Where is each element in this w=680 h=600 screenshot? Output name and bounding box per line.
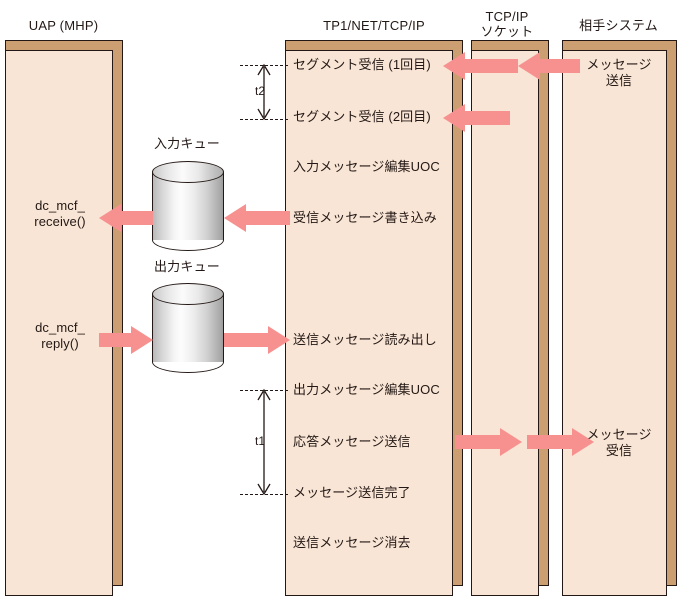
column-title-remote: 相手システム bbox=[579, 18, 658, 33]
input-queue-cylinder bbox=[152, 161, 224, 251]
input-queue-body bbox=[152, 172, 224, 240]
uap-call-dc-mcf-receive: dc_mcf_ receive() bbox=[34, 198, 86, 229]
tp1-step-send-message-read: 送信メッセージ読み出し bbox=[293, 332, 437, 347]
column-box-tp1-top bbox=[285, 40, 463, 50]
arrow-output-queue-to-tp1 bbox=[224, 326, 290, 354]
arrow-uap-to-output-queue bbox=[99, 326, 153, 354]
column-box-socket-side bbox=[539, 40, 549, 586]
arrow-socket-to-remote-reply bbox=[527, 428, 594, 456]
queue-label-input: 入力キュー bbox=[153, 136, 220, 151]
column-box-tp1-face bbox=[285, 50, 453, 596]
uap-call-dc-mcf-reply: dc_mcf_ reply() bbox=[35, 320, 85, 351]
column-box-uap-face bbox=[5, 50, 113, 596]
column-box-remote-side bbox=[667, 40, 677, 586]
arrow-tp1-to-input-queue bbox=[224, 204, 290, 232]
arrow-input-queue-to-uap bbox=[99, 204, 153, 232]
column-box-remote-top bbox=[562, 40, 677, 50]
column-title-uap: UAP (MHP) bbox=[28, 18, 99, 33]
tp1-step-segment-receive-1: セグメント受信 (1回目) bbox=[293, 57, 431, 72]
output-queue-cylinder bbox=[152, 283, 224, 373]
column-box-tp1-side bbox=[453, 40, 463, 586]
tp1-step-message-send-done: メッセージ送信完了 bbox=[293, 485, 411, 500]
column-box-tp1 bbox=[285, 40, 463, 596]
column-box-uap-side bbox=[113, 40, 123, 586]
column-box-socket bbox=[471, 40, 549, 596]
timing-t1-double-arrow bbox=[257, 388, 271, 496]
timing-t1-label: t1 bbox=[255, 434, 266, 448]
arrow-remote-to-socket-receive bbox=[518, 52, 580, 80]
tp1-step-send-message-erase: 送信メッセージ消去 bbox=[293, 535, 411, 550]
column-box-socket-face bbox=[471, 50, 539, 596]
timing-t2-double-arrow bbox=[257, 63, 271, 121]
tp1-step-receive-message-write: 受信メッセージ書き込み bbox=[293, 210, 437, 225]
tp1-step-output-message-uoc: 出力メッセージ編集UOC bbox=[293, 382, 440, 397]
timing-marker-t2: t2 bbox=[240, 58, 288, 126]
tp1-step-input-message-uoc: 入力メッセージ編集UOC bbox=[293, 159, 440, 174]
arrow-socket-to-tp1-segment1 bbox=[443, 52, 518, 80]
remote-step-message-send: メッセージ 送信 bbox=[586, 57, 652, 88]
column-box-uap-top bbox=[5, 40, 123, 50]
column-box-remote bbox=[562, 40, 677, 596]
remote-step-message-receive: メッセージ 受信 bbox=[586, 427, 652, 458]
queue-label-output: 出力キュー bbox=[153, 259, 220, 274]
arrow-tp1-to-socket-reply bbox=[455, 428, 522, 456]
timing-marker-t1: t1 bbox=[240, 383, 288, 501]
tp1-step-reply-message-send: 応答メッセージ送信 bbox=[293, 434, 411, 449]
column-box-socket-top bbox=[471, 40, 549, 50]
tp1-step-segment-receive-2: セグメント受信 (2回目) bbox=[293, 109, 431, 124]
output-queue-top bbox=[152, 283, 224, 305]
arrow-socket-to-tp1-segment2 bbox=[443, 104, 510, 132]
column-box-uap bbox=[5, 40, 123, 596]
column-box-remote-face bbox=[562, 50, 667, 596]
timing-t2-label: t2 bbox=[255, 84, 266, 98]
output-queue-body bbox=[152, 294, 224, 362]
column-title-socket: TCP/IP ソケット bbox=[480, 9, 534, 39]
column-title-tp1: TP1/NET/TCP/IP bbox=[323, 18, 425, 33]
input-queue-top bbox=[152, 161, 224, 183]
